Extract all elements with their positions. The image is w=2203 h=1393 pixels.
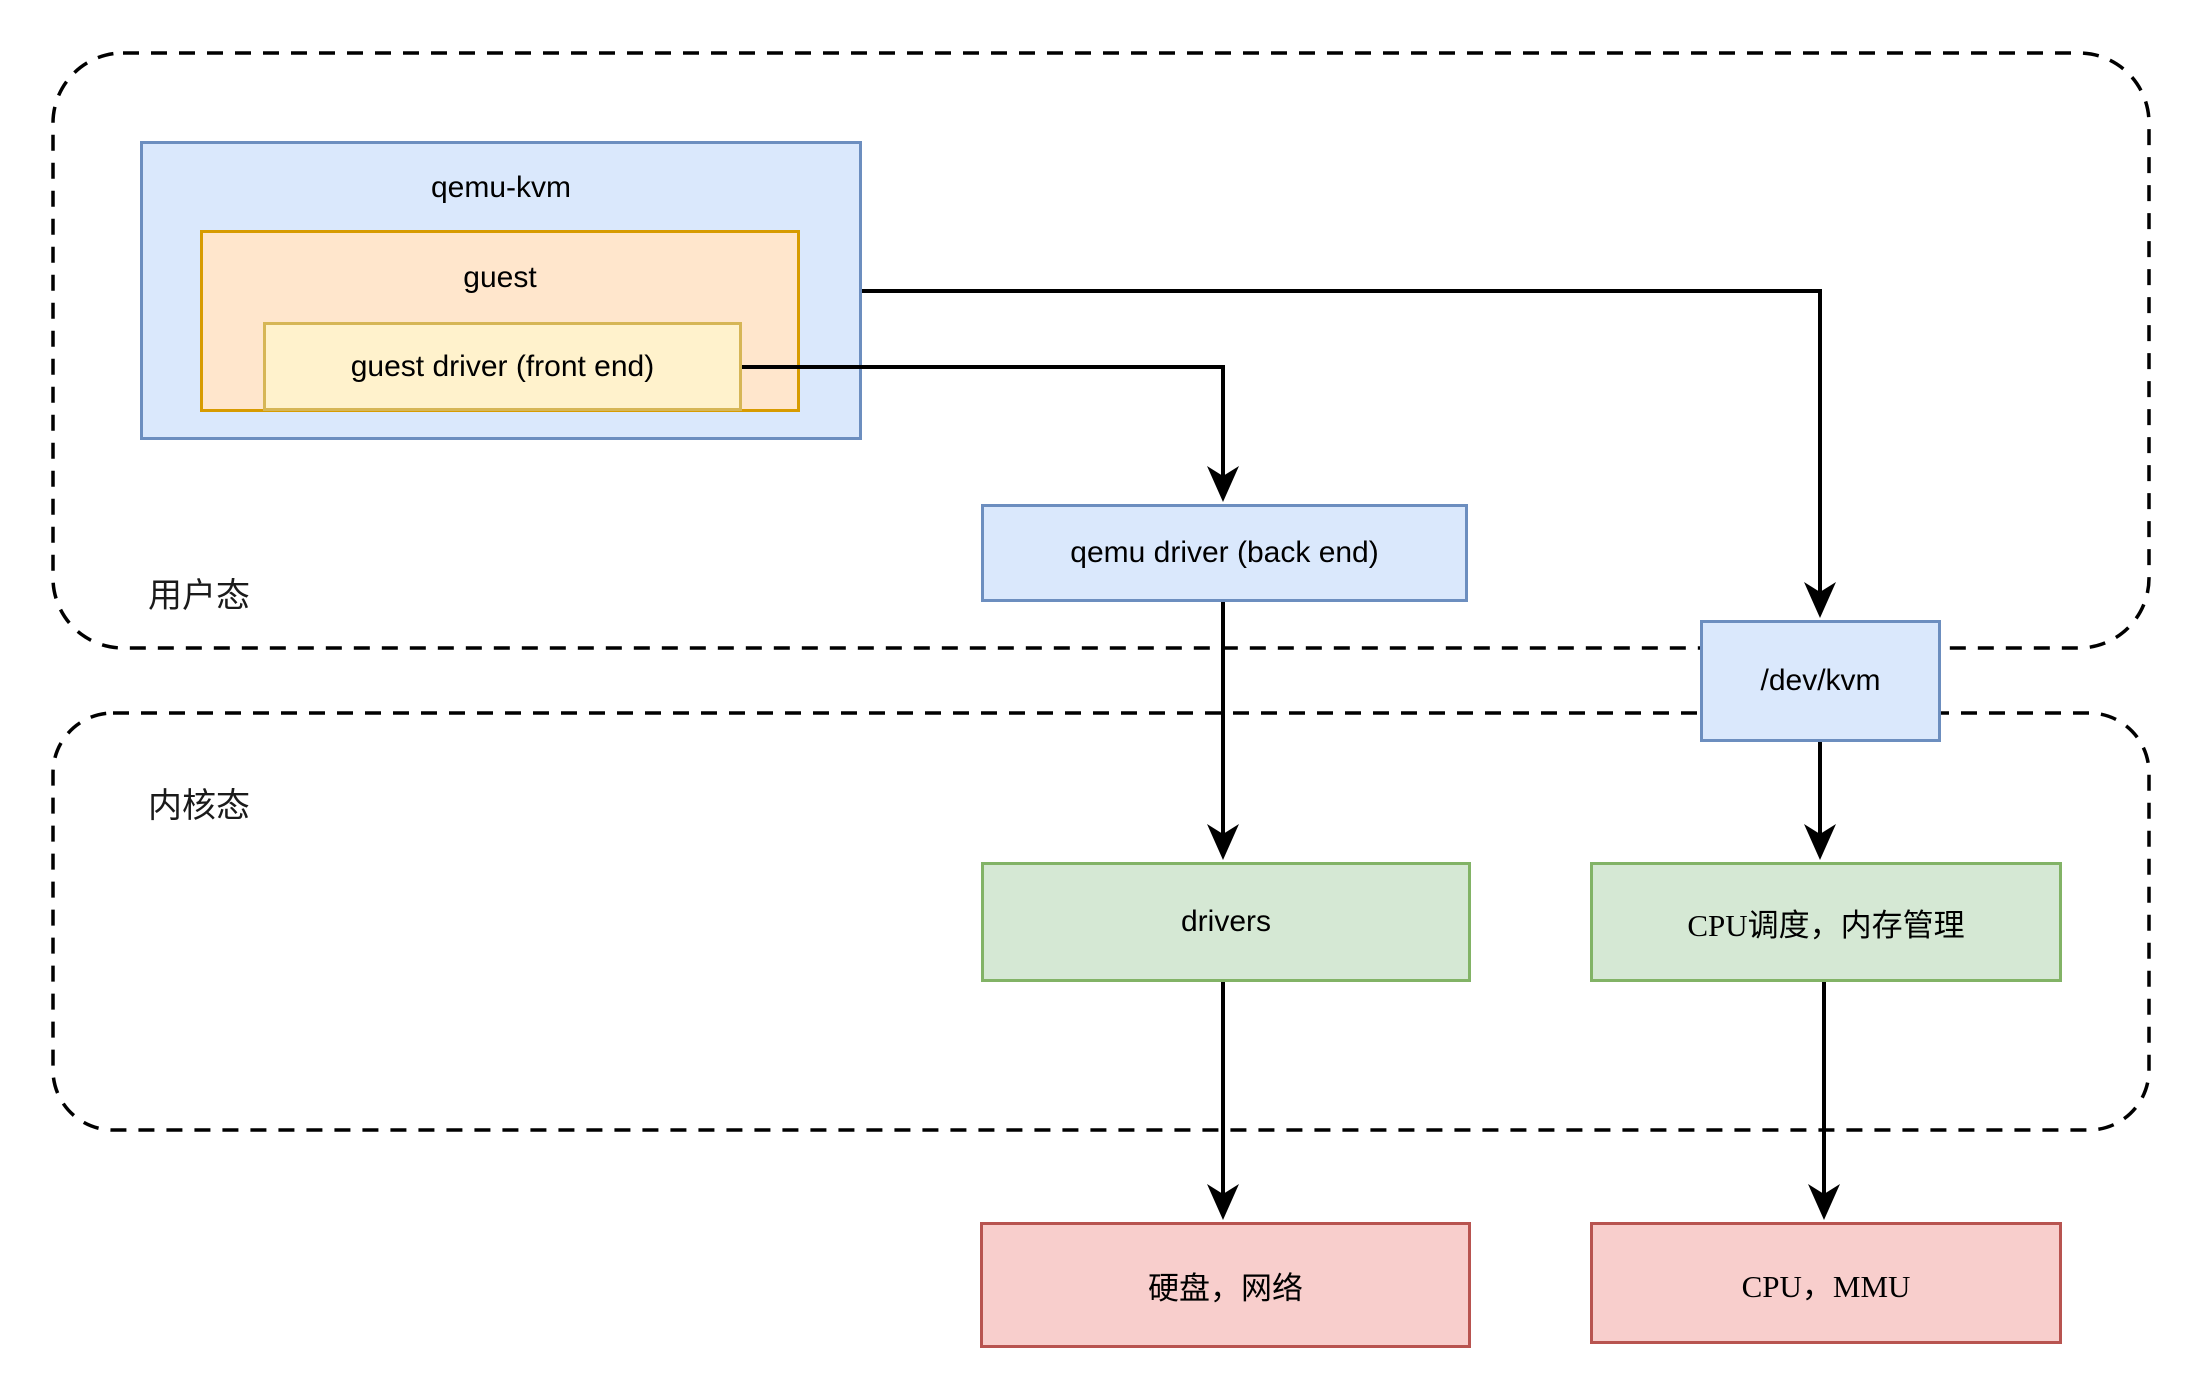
node-drivers: drivers <box>981 862 1471 982</box>
node-drivers-label: drivers <box>1180 905 1271 938</box>
arrow-dev-kvm-to-cpu-sched <box>1804 742 1836 860</box>
node-dev-kvm-label: /dev/kvm <box>1760 664 1881 697</box>
node-disk-net-label: 硬盘，网络 <box>1148 1270 1303 1306</box>
node-guest-label: guest <box>463 261 537 294</box>
arrow-qemu-driver-to-drivers <box>1207 602 1239 860</box>
node-qemu-driver: qemu driver (back end) <box>981 504 1468 602</box>
node-dev-kvm: /dev/kvm <box>1700 620 1941 742</box>
arrow-cpu-sched-to-cpu-mmu <box>1808 982 1840 1220</box>
kernel-mode-label: 内核态 <box>148 788 250 825</box>
node-cpu-sched: CPU调度，内存管理 <box>1590 862 2062 982</box>
node-cpu-mmu-label: CPU，MMU <box>1741 1268 1911 1304</box>
arrow-drivers-to-disk-net <box>1207 982 1239 1220</box>
node-cpu-mmu: CPU，MMU <box>1590 1222 2062 1344</box>
node-qemu-driver-label: qemu driver (back end) <box>1070 536 1379 569</box>
node-guest-driver: guest driver (front end) <box>263 322 742 411</box>
node-qemu-kvm-label: qemu-kvm <box>430 171 572 204</box>
node-guest-driver-label: guest driver (front end) <box>350 349 655 383</box>
node-disk-net: 硬盘，网络 <box>980 1222 1471 1348</box>
user-mode-label: 用户态 <box>148 578 250 615</box>
node-cpu-sched-label: CPU调度，内存管理 <box>1687 907 1965 943</box>
